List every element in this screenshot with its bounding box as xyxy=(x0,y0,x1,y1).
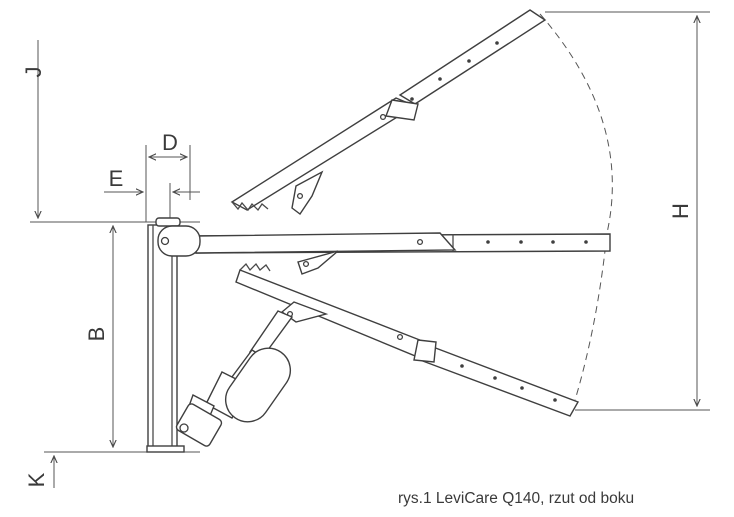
dimension-label-d: D xyxy=(162,130,178,155)
figure-caption: rys.1 LeviCare Q140, rzut od boku xyxy=(398,490,634,507)
dimension-e: E xyxy=(104,166,200,222)
dimension-b: B xyxy=(84,226,113,447)
dimension-label-k: K xyxy=(24,472,49,487)
mast xyxy=(146,217,185,453)
actuator xyxy=(175,310,294,447)
dimension-k: K xyxy=(24,451,200,488)
dimension-label-e: E xyxy=(109,166,124,191)
upper-boom xyxy=(230,9,547,216)
swing-arc xyxy=(539,13,613,411)
dimension-label-j: J xyxy=(21,67,46,78)
middle-boom xyxy=(157,225,611,275)
dimension-h: H xyxy=(545,11,710,411)
dimension-label-h: H xyxy=(668,203,693,219)
lower-boom xyxy=(235,262,580,417)
dimension-d: D xyxy=(145,130,191,222)
dimension-label-b: B xyxy=(84,327,109,342)
